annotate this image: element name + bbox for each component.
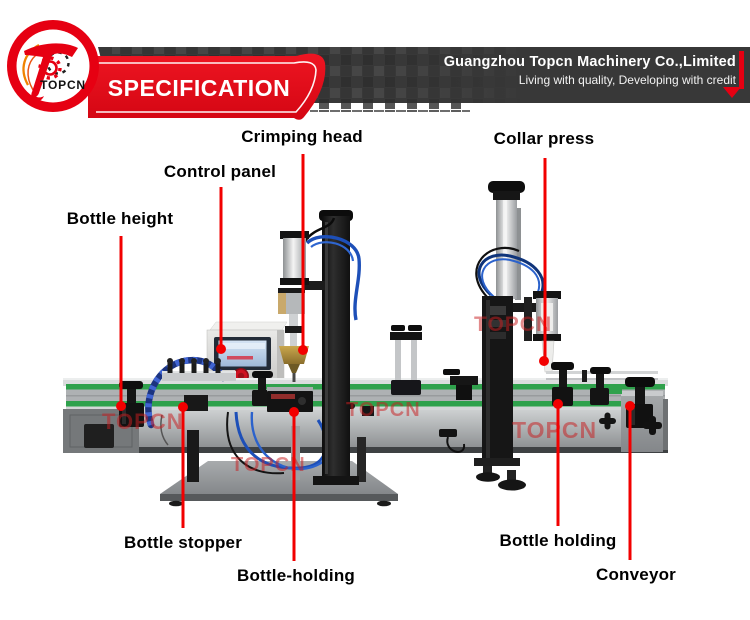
label-bottle-stopper: Bottle stopper <box>123 533 243 552</box>
suction-foot <box>498 479 526 491</box>
rear-guide-rail <box>66 384 665 390</box>
callout-lines <box>119 154 632 561</box>
drive-motor <box>84 424 114 448</box>
header-red-bar <box>739 51 744 89</box>
collar-press-unit <box>439 181 561 491</box>
bottle-stopper-unit <box>162 358 236 411</box>
logo-t-tail <box>31 92 44 102</box>
label-bottle-height: Bottle height <box>66 209 174 228</box>
callout-dot-collar-press <box>539 356 549 366</box>
watermarks: TOPCN TOPCN TOPCN TOPCN TOPCN <box>102 313 597 476</box>
callout-dot-bottle-holding-right <box>553 399 563 409</box>
callout-dot-bottle-height <box>116 401 126 411</box>
specification-ribbon <box>88 53 326 120</box>
bottle-holding-unit-left <box>267 387 313 412</box>
pneumatic-cylinder <box>283 238 306 280</box>
callout-dot-conveyor <box>625 401 635 411</box>
label-crimping-head: Crimping head <box>241 127 363 146</box>
mosaic-tail <box>310 103 470 112</box>
watermark: TOPCN <box>512 417 597 443</box>
topcn-logo: TOPCN <box>7 20 99 112</box>
logo-orange-swoosh-2 <box>27 54 37 91</box>
callout-dot-bottle-stopper <box>178 402 188 412</box>
logo-gear-red-icon <box>38 56 62 80</box>
callout-dot-bottle-holding-left <box>289 407 299 417</box>
header-banner <box>88 47 750 120</box>
label-conveyor: Conveyor <box>595 565 677 584</box>
header-red-triangle-icon <box>723 87 741 98</box>
label-bottle-holding-right: Bottle holding <box>499 531 617 550</box>
watermark: TOPCN <box>102 409 184 434</box>
label-bottle-holding-left: Bottle-holding <box>237 566 355 585</box>
company-tagline: Living with quality, Developing with cre… <box>518 73 736 87</box>
callout-dot-control-panel <box>216 344 226 354</box>
logo-t-monogram <box>24 43 78 98</box>
logo-gear-dark-icon <box>46 51 70 75</box>
label-collar-press: Collar press <box>493 129 595 148</box>
watermark: TOPCN <box>231 454 306 476</box>
company-block: Guangzhou Topcn Machinery Co.,Limited Li… <box>444 54 736 87</box>
logo-brand-text: TOPCN <box>40 78 86 92</box>
callout-dot-crimping-head <box>298 345 308 355</box>
suction-foot <box>476 472 500 482</box>
company-name: Guangzhou Topcn Machinery Co.,Limited <box>443 54 736 70</box>
label-control-panel: Control panel <box>163 162 277 181</box>
ribbon-inner-outline <box>96 61 317 113</box>
air-tube <box>305 235 361 321</box>
callout-dots <box>116 344 635 417</box>
mosaic-fade <box>380 47 540 103</box>
watermark: TOPCN <box>346 399 421 421</box>
front-guide-rail <box>66 401 665 407</box>
crimping-assembly <box>278 210 361 485</box>
watermark: TOPCN <box>474 313 552 336</box>
adjustment-knobs-right <box>546 362 663 452</box>
specification-title: SPECIFICATION <box>107 75 291 101</box>
